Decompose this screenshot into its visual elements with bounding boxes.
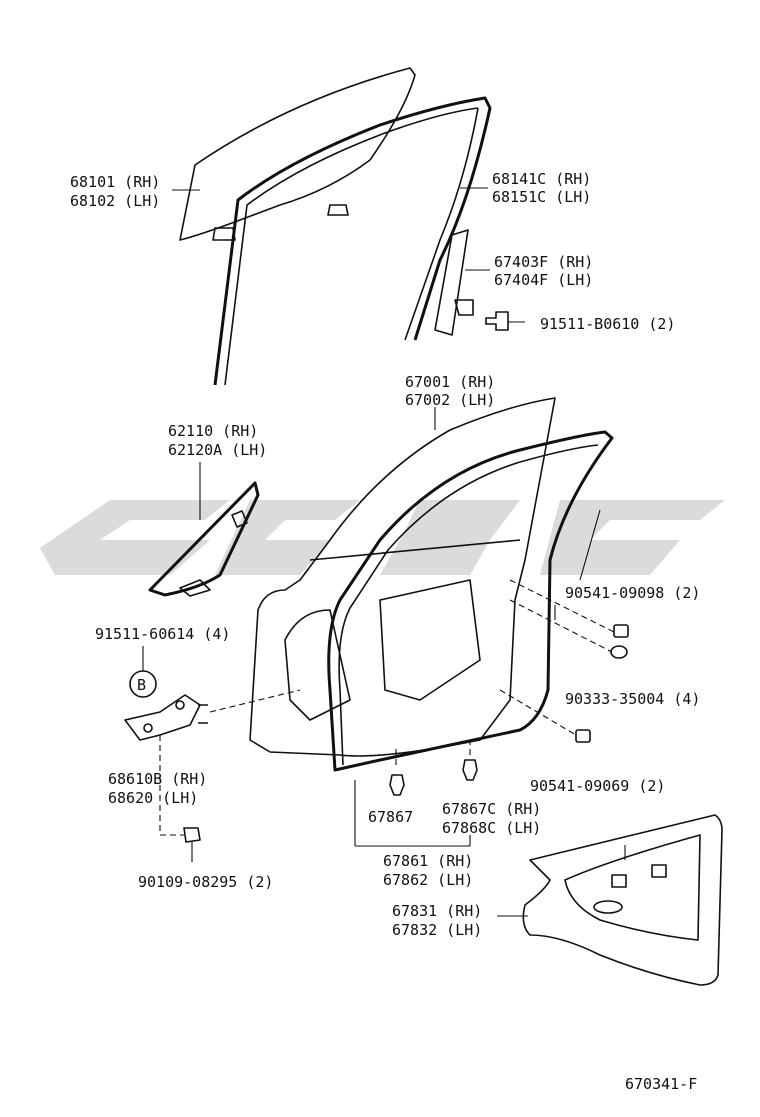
label-68151c: 68151C (LH)	[492, 188, 591, 206]
label-67861: 67861 (RH)	[383, 852, 473, 870]
label-68102: 68102 (LH)	[70, 192, 160, 210]
part-labels: 68101 (RH) 68102 (LH) 68141C (RH) 68151C…	[70, 170, 700, 1093]
label-90541-09069: 90541-09069 (2)	[530, 777, 665, 795]
label-90109-08295: 90109-08295 (2)	[138, 873, 273, 891]
service-hole-cover	[522, 814, 723, 986]
label-67831: 67831 (RH)	[392, 902, 482, 920]
label-67868c: 67868C (LH)	[442, 819, 541, 837]
label-62110: 62110 (RH)	[168, 422, 258, 440]
label-67832: 67832 (LH)	[392, 921, 482, 939]
label-67404f: 67404F (LH)	[494, 271, 593, 289]
label-68610b: 68610B (RH)	[108, 770, 207, 788]
label-67867: 67867	[368, 808, 413, 826]
reference-b: B	[129, 670, 157, 698]
clip-67867	[389, 774, 405, 796]
figure-code: 670341-F	[625, 1075, 697, 1093]
reference-b-letter: B	[137, 676, 146, 694]
grommet-90333	[610, 645, 628, 659]
quarter-window-glass	[148, 481, 260, 597]
label-91511-b0610: 91511-B0610 (2)	[540, 315, 675, 333]
dashed-leaders	[159, 579, 615, 836]
door-hinge	[124, 694, 208, 741]
label-68141c: 68141C (RH)	[492, 170, 591, 188]
cap-90541-09098	[613, 624, 629, 638]
division-bar	[434, 229, 474, 336]
label-67002: 67002 (LH)	[405, 391, 495, 409]
bolt-91511-b0610	[485, 311, 509, 331]
cap-90541-09069	[575, 729, 591, 743]
leader-lines	[142, 187, 601, 917]
label-67867c: 67867C (RH)	[442, 800, 541, 818]
door-weatherstrip	[327, 430, 614, 772]
door-glass	[179, 67, 416, 241]
label-67403f: 67403F (RH)	[494, 253, 593, 271]
label-68620: 68620 (LH)	[108, 789, 198, 807]
label-90541-09098: 90541-09098 (2)	[565, 584, 700, 602]
door-shell	[249, 397, 556, 757]
glass-run-channel	[213, 96, 492, 386]
label-62120a: 62120A (LH)	[168, 441, 267, 459]
bolt-90109	[183, 827, 201, 843]
clip-67867c	[462, 759, 478, 781]
label-67862: 67862 (LH)	[383, 871, 473, 889]
label-67001: 67001 (RH)	[405, 373, 495, 391]
label-91511-60614: 91511-60614 (4)	[95, 625, 230, 643]
label-68101: 68101 (RH)	[70, 173, 160, 191]
label-90333-35004: 90333-35004 (4)	[565, 690, 700, 708]
